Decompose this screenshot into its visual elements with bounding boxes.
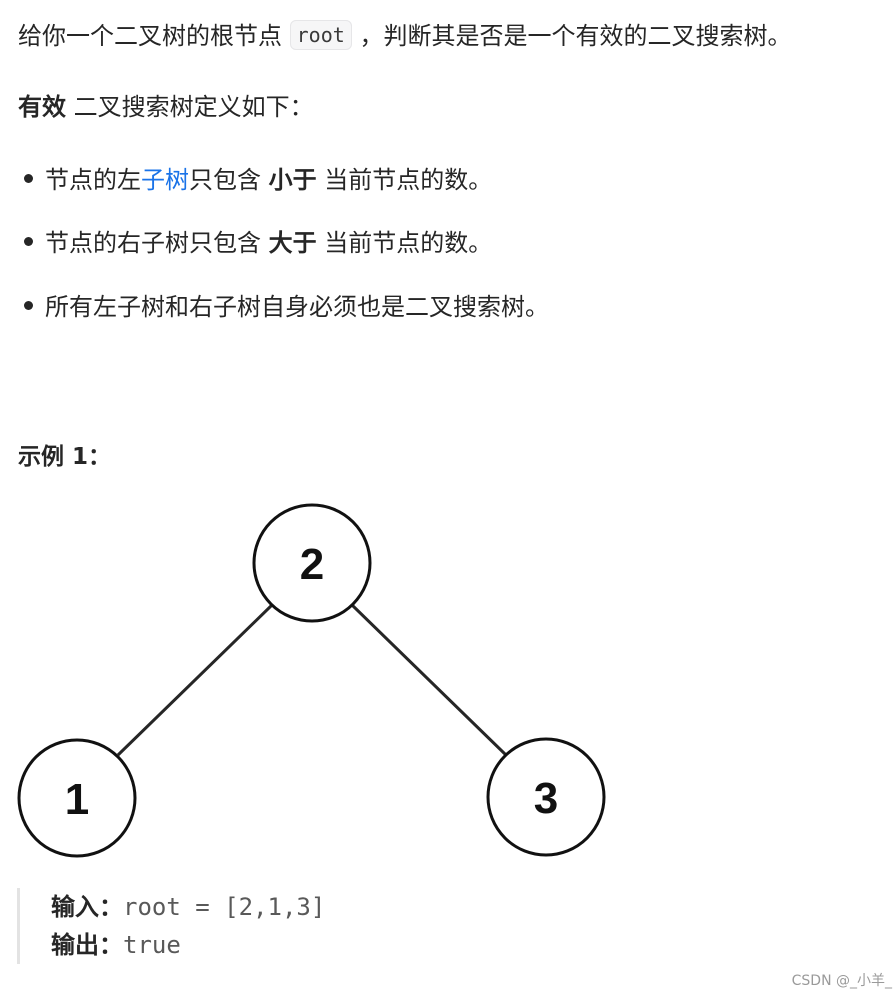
intro-text-before: 给你一个二叉树的根节点 — [18, 22, 282, 50]
subtree-link[interactable]: 子树 — [141, 166, 189, 194]
example-io-block: 输入：root = [2,1,3] 输出：true — [17, 888, 325, 964]
intro-paragraph: 给你一个二叉树的根节点 root ，判断其是否是一个有效的二叉搜索树。 — [18, 18, 791, 53]
watermark: CSDN @_小羊_ — [791, 973, 892, 989]
rule-bold: 大于 — [268, 229, 317, 257]
intro-text-after: ，判断其是否是一个有效的二叉搜索树。 — [359, 22, 792, 50]
rule-text: 只包含 — [189, 166, 269, 194]
output-value: true — [123, 931, 181, 959]
rule-text: 当前节点的数。 — [316, 229, 493, 257]
rule-text: 所有左子树和右子树自身必须也是二叉搜索树。 — [45, 293, 549, 321]
input-label: 输入： — [51, 893, 123, 921]
node-left-label: 1 — [65, 775, 89, 824]
node-root-circle — [252, 503, 372, 623]
edge-left — [116, 603, 274, 757]
node-root-label: 2 — [300, 540, 324, 589]
node-left-circle — [17, 738, 137, 858]
example-title: 示例 1： — [18, 444, 112, 470]
rule-item-left: 节点的左子树只包含 小于 当前节点的数。 — [18, 163, 492, 197]
rule-text: 当前节点的数。 — [316, 166, 493, 194]
definition-text: 二叉搜索树定义如下： — [66, 93, 314, 121]
edge-right — [350, 603, 508, 757]
bullet-dot — [24, 237, 33, 246]
binary-tree-diagram: 2 1 3 — [17, 503, 606, 858]
definition-paragraph: 有效 二叉搜索树定义如下： — [18, 90, 314, 124]
bullet-dot — [24, 174, 33, 183]
definition-bold: 有效 — [18, 93, 66, 121]
output-label: 输出： — [51, 931, 123, 959]
node-right-label: 3 — [534, 774, 558, 823]
input-value: root = [2,1,3] — [123, 893, 326, 921]
input-line: 输入：root = [2,1,3] — [51, 888, 325, 926]
output-line: 输出：true — [51, 926, 325, 964]
rule-text: 节点的右子树只包含 — [45, 229, 269, 257]
rule-text: 节点的左 — [45, 166, 141, 194]
inline-code-root: root — [289, 20, 352, 50]
rule-item-right: 节点的右子树只包含 大于 当前节点的数。 — [18, 226, 492, 260]
rule-bold: 小于 — [268, 166, 317, 194]
node-right-circle — [486, 737, 606, 857]
bullet-dot — [24, 301, 33, 310]
rule-item-recursive: 所有左子树和右子树自身必须也是二叉搜索树。 — [18, 290, 549, 324]
